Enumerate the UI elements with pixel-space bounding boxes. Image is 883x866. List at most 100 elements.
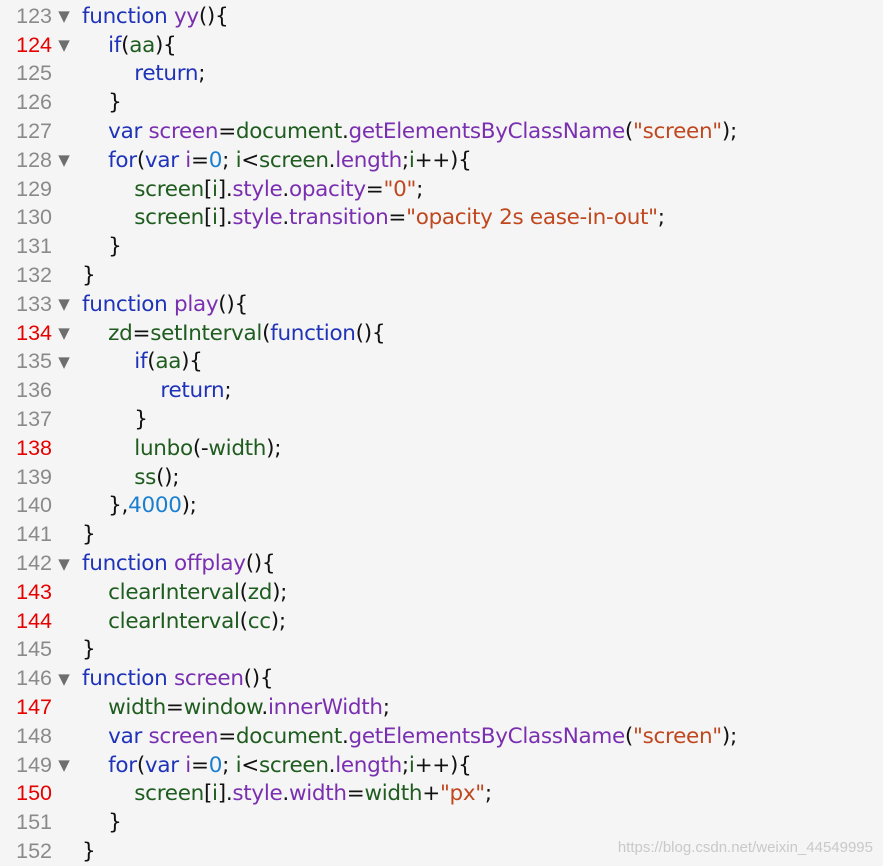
code-line[interactable]: 139 ss(); — [0, 463, 883, 492]
code-line[interactable]: 126 } — [0, 88, 883, 117]
code-text: } — [76, 839, 96, 864]
fold-triangle-icon[interactable]: ▼ — [58, 36, 70, 55]
code-token: (){ — [198, 3, 229, 29]
breakpoint-line-number[interactable]: 124 — [16, 32, 52, 57]
line-number[interactable]: 145 — [16, 637, 52, 662]
line-number[interactable]: 136 — [16, 378, 52, 403]
code-line[interactable]: 141} — [0, 520, 883, 549]
code-token: for — [108, 147, 137, 173]
code-text: function offplay(){ — [76, 551, 276, 576]
line-number[interactable]: 129 — [16, 176, 52, 201]
code-line[interactable]: 138 lunbo(-width); — [0, 434, 883, 463]
code-line[interactable]: 124▼ if(aa){ — [0, 31, 883, 60]
code-line[interactable]: 133▼function play(){ — [0, 290, 883, 319]
breakpoint-line-number[interactable]: 144 — [16, 608, 52, 633]
code-line[interactable]: 145} — [0, 636, 883, 665]
code-token: ++){ — [414, 752, 472, 778]
code-token: ( — [239, 579, 248, 605]
breakpoint-line-number[interactable]: 134 — [16, 320, 52, 345]
code-token: < — [241, 147, 259, 173]
code-token: i — [212, 176, 218, 202]
code-token: width — [208, 435, 267, 461]
code-line[interactable]: 129 screen[i].style.opacity="0"; — [0, 175, 883, 204]
code-line[interactable]: 127 var screen=document.getElementsByCla… — [0, 117, 883, 146]
code-token: i — [408, 752, 415, 778]
code-line[interactable]: 151 } — [0, 808, 883, 837]
breakpoint-line-number[interactable]: 138 — [16, 435, 52, 460]
breakpoint-line-number[interactable]: 150 — [16, 781, 52, 806]
indent — [82, 61, 134, 86]
code-token: ]. — [217, 781, 233, 807]
code-text: } — [76, 637, 96, 662]
line-number[interactable]: 127 — [16, 119, 52, 144]
line-number[interactable]: 123 — [16, 3, 52, 28]
code-text: screen[i].style.width=width+"px"; — [76, 781, 492, 806]
line-number[interactable]: 132 — [16, 263, 52, 288]
code-token: width — [108, 695, 166, 721]
code-line[interactable]: 150 screen[i].style.width=width+"px"; — [0, 780, 883, 809]
watermark: https://blog.csdn.net/weixin_44549995 — [617, 839, 873, 856]
code-token: document — [235, 723, 342, 749]
line-number[interactable]: 151 — [16, 810, 52, 835]
code-line[interactable]: 135▼ if(aa){ — [0, 348, 883, 377]
code-line[interactable]: 132} — [0, 261, 883, 290]
code-line[interactable]: 152} — [0, 837, 883, 866]
code-line[interactable]: 149▼ for(var i=0; i<screen.length;i++){ — [0, 751, 883, 780]
code-token: ; — [484, 781, 492, 807]
fold-triangle-icon[interactable]: ▼ — [58, 669, 70, 688]
code-line[interactable]: 146▼function screen(){ — [0, 664, 883, 693]
line-number[interactable]: 140 — [16, 493, 52, 518]
code-token: } — [134, 407, 148, 433]
fold-triangle-icon[interactable]: ▼ — [58, 352, 70, 371]
line-number[interactable]: 152 — [16, 839, 52, 864]
line-number[interactable]: 125 — [16, 61, 52, 86]
line-number[interactable]: 146 — [16, 666, 52, 691]
code-token: 4000 — [128, 493, 182, 519]
fold-triangle-icon[interactable]: ▼ — [58, 295, 70, 314]
code-token: ( — [136, 752, 145, 778]
fold-triangle-icon[interactable]: ▼ — [58, 756, 70, 775]
code-token: i — [185, 147, 191, 173]
line-number[interactable]: 149 — [16, 752, 52, 777]
code-line[interactable]: 143 clearInterval(zd); — [0, 578, 883, 607]
code-line[interactable]: 123▼function yy(){ — [0, 2, 883, 31]
fold-triangle-icon[interactable]: ▼ — [58, 151, 70, 170]
code-line[interactable]: 140 },4000); — [0, 492, 883, 521]
code-token: "0" — [383, 176, 417, 202]
line-number[interactable]: 133 — [16, 291, 52, 316]
breakpoint-line-number[interactable]: 143 — [16, 579, 52, 604]
line-number[interactable]: 130 — [16, 205, 52, 230]
line-number[interactable]: 128 — [16, 147, 52, 172]
line-number[interactable]: 148 — [16, 723, 52, 748]
line-number[interactable]: 142 — [16, 551, 52, 576]
code-line[interactable]: 148 var screen=document.getElementsByCla… — [0, 722, 883, 751]
line-number[interactable]: 131 — [16, 234, 52, 259]
fold-triangle-icon[interactable]: ▼ — [58, 554, 70, 573]
line-number[interactable]: 141 — [16, 522, 52, 547]
code-token: = — [346, 781, 365, 807]
code-line[interactable]: 144 clearInterval(cc); — [0, 607, 883, 636]
code-line[interactable]: 130 screen[i].style.transition="opacity … — [0, 204, 883, 233]
code-token: "screen" — [633, 119, 722, 145]
code-line[interactable]: 136 return; — [0, 376, 883, 405]
code-token: window — [183, 695, 262, 721]
code-token: = — [218, 119, 236, 145]
code-token: ); — [721, 119, 737, 145]
code-line[interactable]: 137 } — [0, 405, 883, 434]
code-line[interactable]: 147 width=window.innerWidth; — [0, 693, 883, 722]
line-number[interactable]: 126 — [16, 90, 52, 115]
code-line[interactable]: 142 ▼ function offplay(){ — [0, 549, 883, 578]
code-line[interactable]: 128▼ for(var i=0; i<screen.length;i++){ — [0, 146, 883, 175]
line-number[interactable]: 137 — [16, 407, 52, 432]
fold-triangle-icon[interactable]: ▼ — [58, 324, 70, 343]
line-number[interactable]: 135 — [16, 349, 52, 374]
code-line[interactable]: 134▼ zd=setInterval(function(){ — [0, 319, 883, 348]
fold-triangle-icon[interactable]: ▼ — [58, 7, 70, 26]
breakpoint-line-number[interactable]: 147 — [16, 695, 52, 720]
code-line[interactable]: 131 } — [0, 232, 883, 261]
code-line[interactable]: 125 return; — [0, 60, 883, 89]
line-number[interactable]: 139 — [16, 464, 52, 489]
code-token: ; — [222, 147, 236, 173]
code-token: document — [235, 119, 342, 145]
